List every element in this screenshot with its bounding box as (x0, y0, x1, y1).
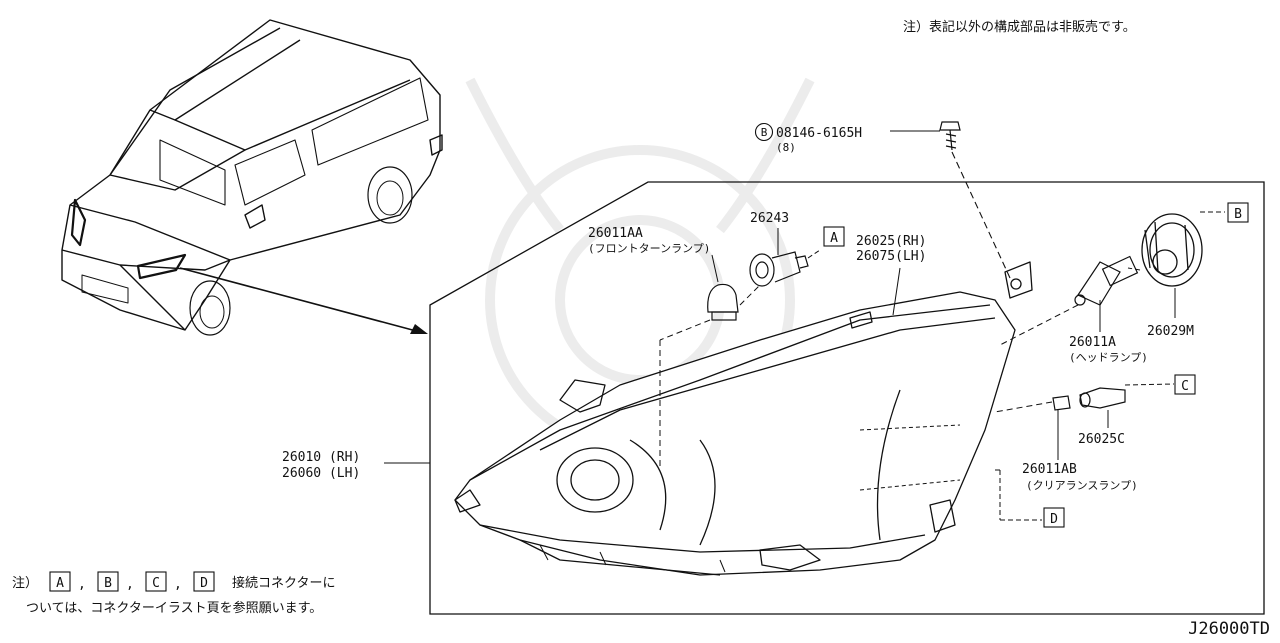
connector-note: 注） A , B , C , D 接続コネクターに ついては、コネクターイラスト… (12, 571, 335, 616)
note-connector-d: D (200, 576, 208, 591)
dust-cap-icon (1141, 213, 1203, 287)
clearance-bulb-icon (1052, 395, 1071, 411)
note-connector-b: B (104, 576, 112, 591)
connector-b-box: B (1227, 202, 1249, 223)
socket-number: 26243 (750, 211, 789, 226)
note-connector-a: A (56, 576, 64, 591)
note-connector-c: C (152, 576, 160, 591)
headlamp-bulb-icon (1074, 255, 1139, 306)
clearance-socket-icon (1079, 387, 1126, 409)
note-line2: ついては、コネクターイラスト頁を参照願います。 (26, 600, 322, 616)
bolt-icon (939, 121, 961, 151)
note-sep-2: , (126, 577, 134, 592)
bolt-marker-circle (754, 122, 774, 142)
bolt-part-number: 08146-6165H (776, 126, 862, 141)
clearance-bulb-desc: (クリアランスランプ) (1026, 479, 1138, 492)
van-illustration (61, 19, 443, 336)
note-sep-3: , (174, 577, 182, 592)
note-prefix: 注） (12, 576, 38, 591)
connector-a-box: A (823, 226, 845, 247)
connector-d-letter: D (1050, 512, 1058, 527)
clearance-socket-number: 26025C (1078, 432, 1125, 447)
housing-socket-rh: 26025(RH) (856, 234, 926, 249)
bolt-label: B 08146-6165H (8) (754, 122, 862, 154)
housing-socket-lh: 26075(LH) (856, 249, 926, 264)
head-lamp-bulb-number: 26011A (1069, 335, 1116, 350)
connector-c-box: C (1174, 374, 1196, 395)
clearance-bulb-number: 26011AB (1022, 462, 1077, 477)
head-lamp-bulb-desc: (ヘッドランプ) (1069, 351, 1148, 364)
location-arrow (179, 267, 428, 334)
leader-lines (384, 130, 1225, 521)
note-line1-suffix: 接続コネクターに (232, 575, 335, 591)
front-turn-bulb-icon (707, 283, 739, 321)
note-sep-1: , (78, 577, 86, 592)
connector-d-box: D (1043, 507, 1065, 528)
top-note: 注）表記以外の構成部品は非販売です。 (903, 19, 1136, 35)
headlamp-housing (454, 261, 1033, 576)
cap-number: 26029M (1147, 324, 1194, 339)
bolt-marker: B (761, 126, 768, 139)
front-turn-lamp-desc: (フロントターンランプ) (588, 242, 710, 255)
bolt-qty: (8) (776, 141, 796, 154)
diagram-id: J26000TD (1188, 619, 1270, 639)
connector-c-letter: C (1181, 379, 1189, 394)
headlamp-assy-lh: 26060 (LH) (282, 466, 360, 481)
socket-icon (749, 251, 809, 287)
connector-b-letter: B (1234, 207, 1242, 222)
headlamp-assy-rh: 26010 (RH) (282, 450, 360, 465)
detail-frame (429, 181, 1265, 615)
connector-a-letter: A (830, 231, 838, 246)
front-turn-lamp-number: 26011AA (588, 226, 643, 241)
